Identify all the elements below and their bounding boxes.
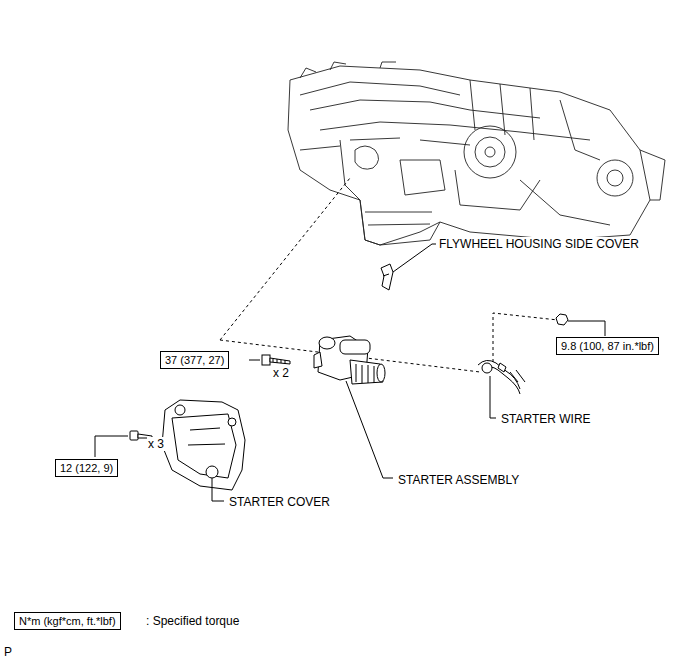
torque-box: 37 (377, 27) [160,351,229,369]
leader-line [346,381,393,478]
torque-box: 12 (122, 9) [55,459,118,477]
starter-cover-drawing [162,400,245,490]
starter-drawing [314,336,385,384]
starter-wire-drawing [478,360,525,394]
leader-line [95,436,128,457]
part-name: FLYWHEEL HOUSING SIDE COVER [438,237,640,251]
side-cover-detail [383,274,389,276]
box-text: N*m (kgf*cm, ft.*lbf) [19,614,116,628]
leader-line [212,478,224,501]
part-name: STARTER WIRE [500,412,592,426]
nut-symbol [556,314,568,325]
box-text: 37 (377, 27) [165,353,224,367]
legend-text: : Specified torque [145,614,240,628]
leader-line [490,376,496,418]
engine-drawing [288,62,665,245]
part-name: STARTER COVER [228,495,331,509]
side-cover-part [381,264,393,290]
part-name: STARTER ASSEMBLY [397,473,520,487]
box-text: 12 (122, 9) [60,461,113,475]
bolt-symbol [262,355,290,365]
leader-line [393,244,436,272]
dashed-line [220,178,350,340]
legend-key-box: N*m (kgf*cm, ft.*lbf) [14,612,121,630]
torque-box: 9.8 (100, 87 in.*lbf) [556,337,659,355]
leader-line [568,321,605,336]
leader-line [249,360,260,361]
box-text: 9.8 (100, 87 in.*lbf) [561,339,654,353]
dashed-line [493,313,558,362]
quantity: x 3 [147,437,165,451]
page-mark: P [3,645,13,658]
quantity: x 2 [272,366,290,380]
